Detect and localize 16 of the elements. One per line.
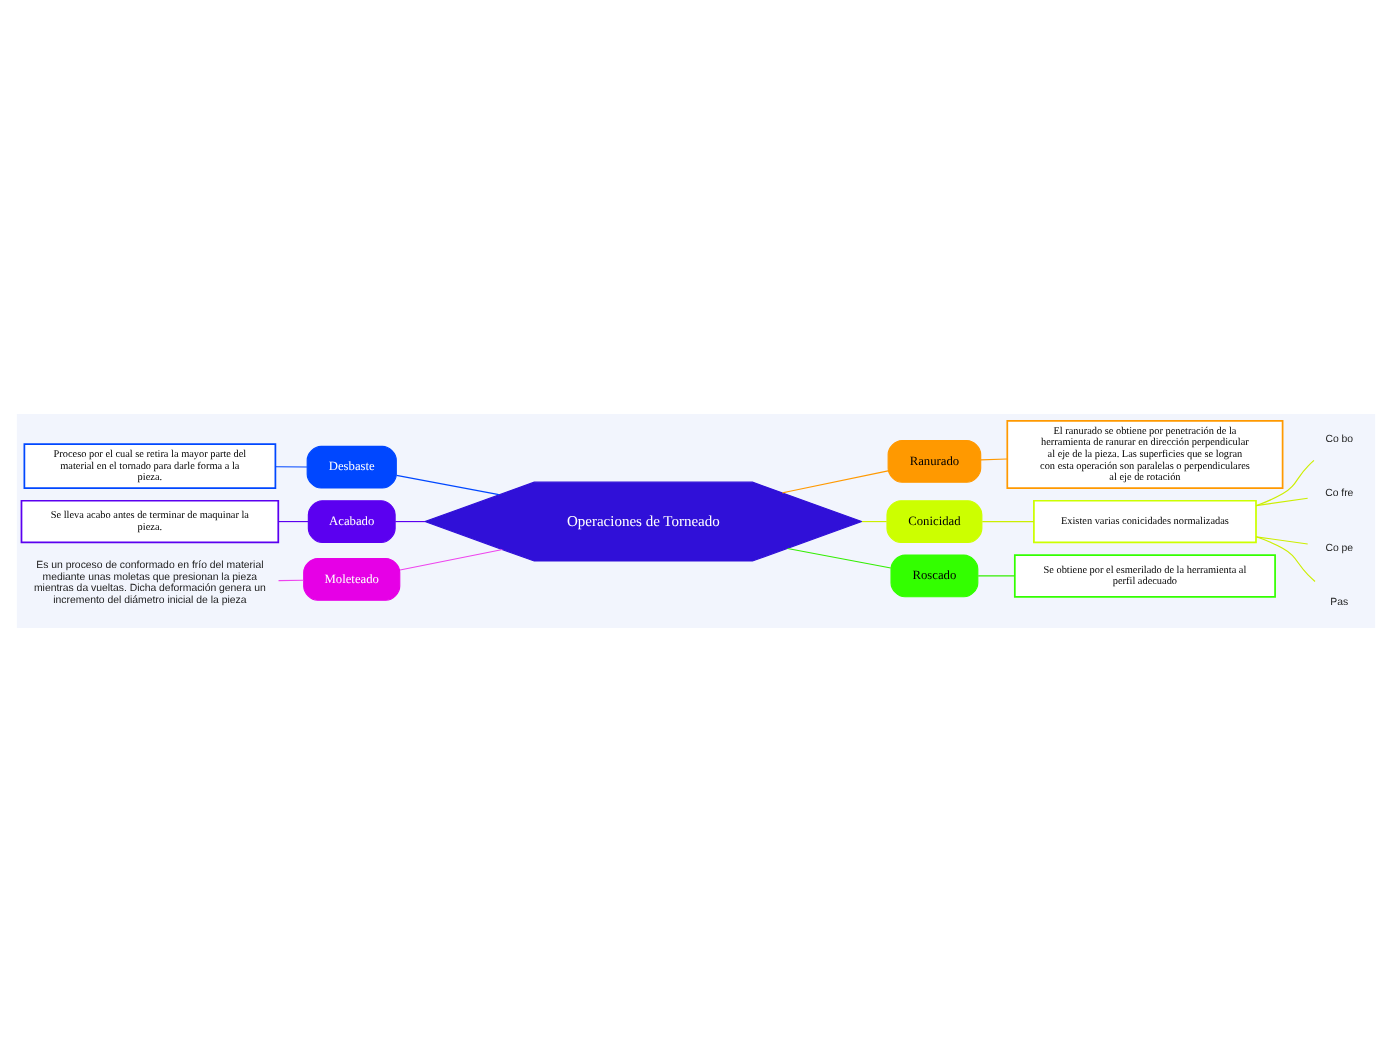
connector xyxy=(394,520,426,522)
connector xyxy=(1255,535,1309,544)
connector xyxy=(399,547,503,570)
connector xyxy=(1255,496,1309,506)
connector xyxy=(977,574,1015,576)
connector xyxy=(980,457,1008,460)
connector xyxy=(1255,535,1316,582)
connector xyxy=(981,520,1035,522)
connector xyxy=(395,473,500,495)
connector xyxy=(277,520,309,522)
connector xyxy=(277,578,305,581)
connector xyxy=(275,465,308,467)
connector xyxy=(861,520,888,522)
connector xyxy=(781,469,889,493)
connector xyxy=(1255,458,1315,506)
connector xyxy=(787,546,892,568)
